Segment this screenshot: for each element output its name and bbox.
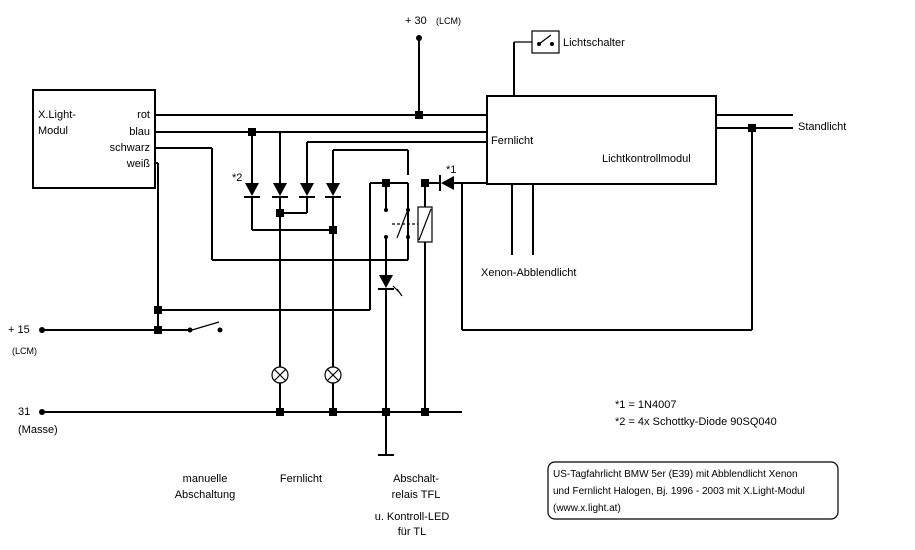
caption-manuell-2: Abschaltung [175, 489, 236, 501]
standlicht-lines [716, 114, 793, 129]
ground-line [39, 408, 462, 416]
caption-abschalt-4: für TL [398, 526, 427, 538]
label-plus15: + 15 [8, 324, 30, 336]
label-xenon: Xenon-Abblendlicht [481, 267, 576, 279]
caption-abschalt-3: u. Kontroll-LED [375, 511, 450, 523]
info-line-1: US-Tagfahrlicht BMW 5er (E39) mit Abblen… [553, 469, 798, 480]
label-fernlicht-in: Fernlicht [491, 135, 533, 147]
lichtkontrollmodul-box [486, 95, 717, 185]
label-masse: (Masse) [18, 424, 58, 436]
xenon-lines [511, 184, 534, 255]
label-plus30: + 30 [405, 15, 427, 27]
label-star2: *2 [232, 172, 242, 184]
info-line-3: (www.x.light.at) [553, 503, 621, 514]
label-xlight-2: Modul [38, 125, 68, 137]
label-lcm-top: (LCM) [436, 16, 461, 26]
caption-fernlicht: Fernlicht [280, 473, 322, 485]
kontroll-led [378, 275, 403, 456]
label-lcm-left: (LCM) [12, 346, 37, 356]
fernlicht-feed [251, 132, 487, 183]
label-standlicht: Standlicht [798, 121, 846, 133]
caption-abschalt-2: relais TFL [392, 489, 441, 501]
plus15-line [39, 321, 223, 334]
info-box [547, 461, 839, 520]
label-31: 31 [18, 406, 30, 418]
schottky-diodes [244, 183, 341, 234]
label-pin-schwarz: schwarz [110, 142, 150, 154]
diode-1n4007 [425, 124, 756, 331]
xlight-module-box [32, 89, 156, 189]
wire-weiss [154, 162, 386, 330]
wire-blau [155, 128, 487, 136]
note-1: *1 = 1N4007 [615, 399, 676, 411]
info-line-2: und Fernlicht Halogen, Bj. 1996 - 2003 m… [553, 486, 805, 497]
caption-manuell-1: manuelle [183, 473, 228, 485]
label-pin-blau: blau [129, 126, 150, 138]
label-pin-rot: rot [137, 109, 150, 121]
label-lichtschalter: Lichtschalter [563, 37, 625, 49]
note-2: *2 = 4x Schottky-Diode 90SQ040 [615, 416, 777, 428]
label-star1: *1 [446, 164, 456, 176]
lichtschalter-switch [513, 30, 560, 96]
label-xlight-1: X.Light- [38, 109, 76, 121]
caption-abschalt-1: Abschalt- [393, 473, 439, 485]
fernlicht-lamps [271, 213, 342, 416]
label-pin-weiss: weiß [126, 158, 151, 170]
label-lichtkontrollmodul: Lichtkontrollmodul [602, 153, 691, 165]
plus30-supply [415, 35, 423, 119]
